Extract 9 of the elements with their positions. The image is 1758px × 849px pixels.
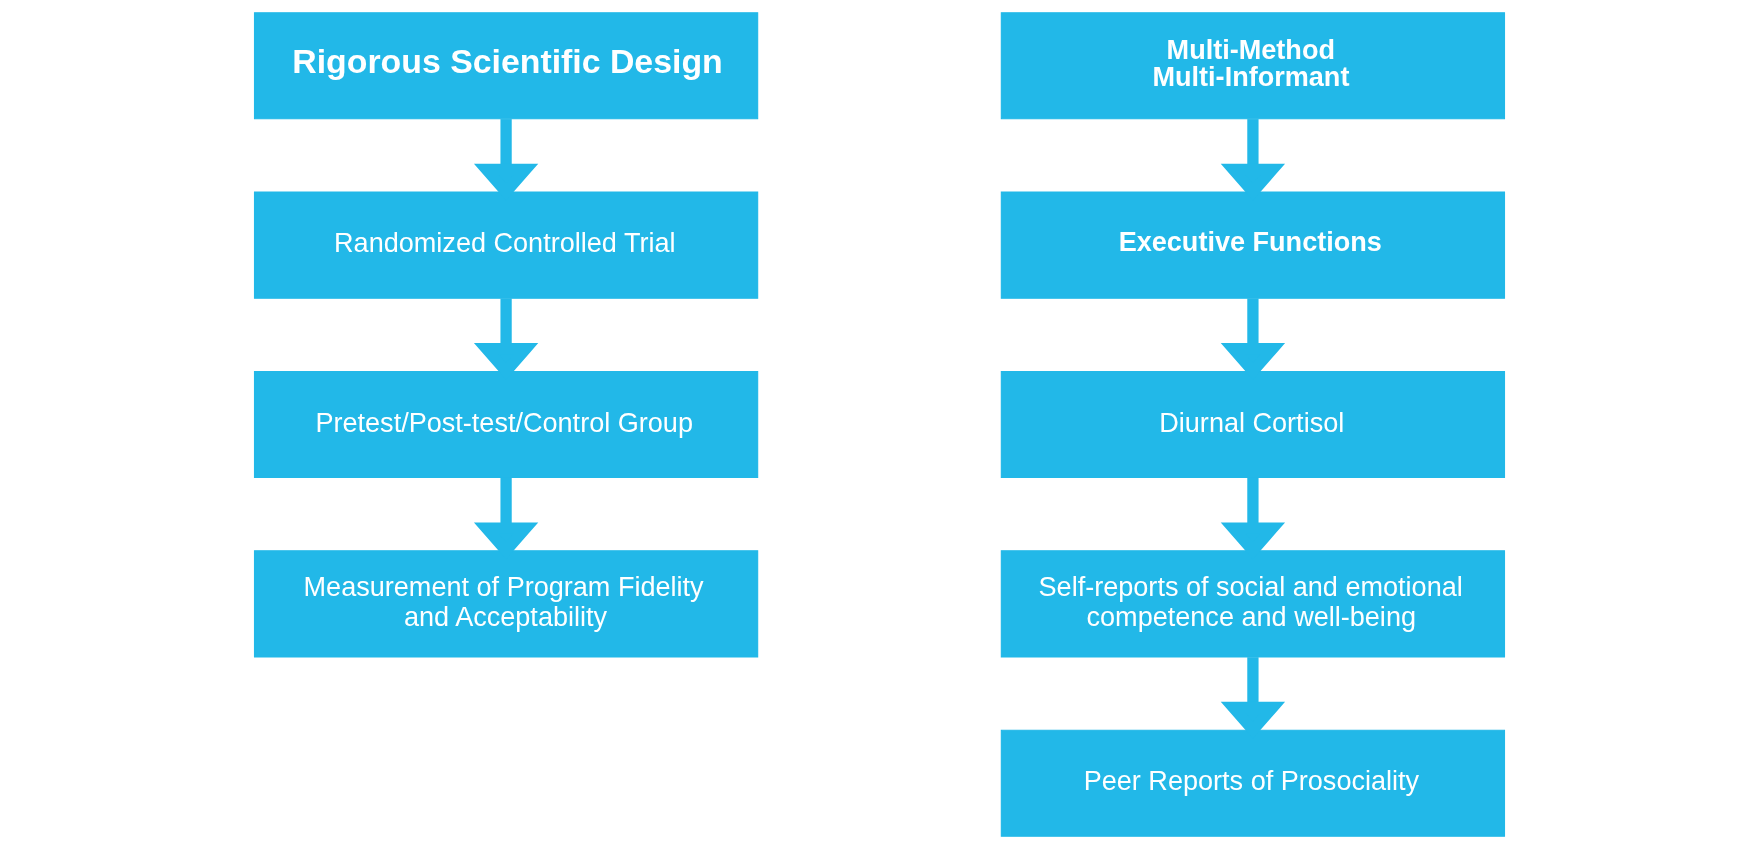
node-box: Peer Reports of Prosociality xyxy=(1000,729,1505,837)
node-box: Randomized Controlled Trial xyxy=(253,191,758,299)
node-box: Measurement of Program Fidelity and Acceptability xyxy=(253,550,758,658)
node-box: Multi-Method Multi-Informant xyxy=(1000,12,1505,120)
node-box: Pretest/Post-test/Control Group xyxy=(253,370,758,479)
node-box: Self-reports of social and emotional competence and well-being xyxy=(1000,550,1505,658)
node-box: Diurnal Cortisol xyxy=(1000,370,1505,479)
node-box: Executive Functions xyxy=(1000,191,1505,299)
node-box: Rigorous Scientific Design xyxy=(253,12,758,120)
